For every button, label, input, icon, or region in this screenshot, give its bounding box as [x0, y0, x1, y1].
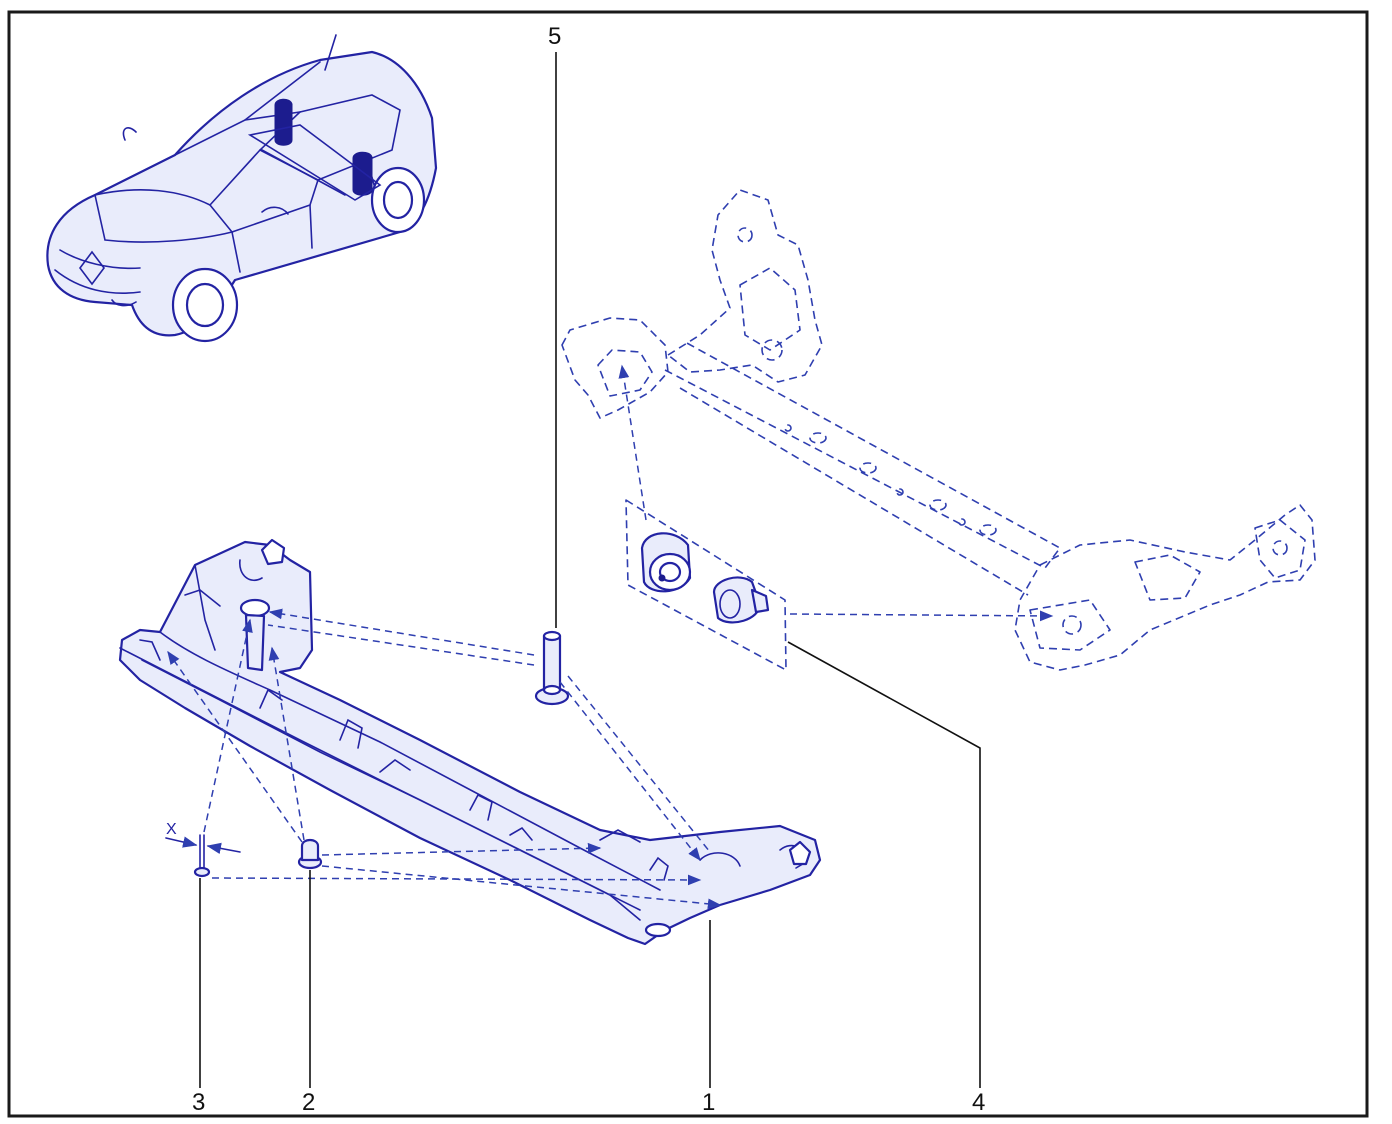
diagram-border: [7, 10, 1369, 1118]
bushing-right: [712, 576, 770, 624]
clip-part-2: [297, 838, 323, 870]
callout-labels: 5 3 2 1 4: [192, 23, 985, 1116]
rear-axle-beam: [561, 189, 1316, 671]
underbody-shield: [118, 538, 822, 946]
callout-4: 4: [972, 1089, 985, 1116]
dimension-x: X: [165, 821, 241, 855]
callout-5: 5: [548, 23, 561, 50]
screw-part-3: [193, 834, 211, 878]
spacer-part-5: [534, 630, 570, 706]
callout-leaders: [199, 52, 981, 1088]
callout-3: 3: [192, 1089, 205, 1116]
vehicle-location-thumbnail: [46, 34, 438, 343]
callout-2: 2: [302, 1089, 315, 1116]
callout-1: 1: [702, 1089, 715, 1116]
dimension-label: X: [166, 821, 177, 838]
axle-bushings: [625, 499, 787, 671]
bushing-left: [640, 532, 692, 593]
assembly-lines: [167, 364, 1054, 910]
